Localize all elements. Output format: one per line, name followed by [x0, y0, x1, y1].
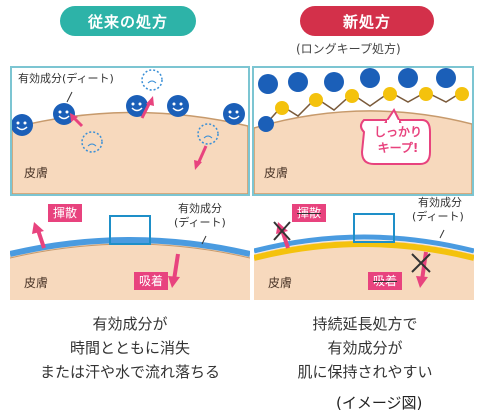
left-caption-line-3: または汗や水で流れ落ちる	[39, 363, 220, 381]
left-caption-line-1: 有効成分が	[92, 315, 168, 333]
left-zoom-arrow-out	[72, 116, 84, 128]
left-molecule-2	[53, 103, 75, 125]
left-layer-panel: 揮散 有効成分 (ディート) 皮膚 吸着	[10, 196, 250, 300]
left-ingredient-label-2: (ディート)	[174, 216, 226, 229]
right-zoom-frame	[353, 213, 395, 243]
left-molecule-3	[126, 95, 148, 117]
right-bubble-text: しっかり キープ!	[366, 124, 430, 156]
right-ingredient-label-2: (ディート)	[412, 210, 464, 223]
right-ingredient-label-1: 有効成分	[418, 196, 462, 209]
left-ingredient-label-1: 有効成分	[178, 202, 222, 215]
right-caption-line-2: 有効成分が	[327, 339, 403, 357]
right-keeper-layer	[254, 241, 474, 261]
right-caption-line-3: 肌に保持されやすい	[297, 363, 433, 381]
right-scatter-tag-text: 揮散	[297, 206, 322, 220]
left-layer-illustration	[10, 215, 250, 300]
right-keeper-molecules	[275, 87, 469, 115]
left-fading-molecule-3	[197, 123, 219, 145]
left-molecule-4	[167, 95, 189, 117]
right-bubble-line-2: キープ!	[377, 141, 419, 155]
left-scatter-tag: 揮散	[48, 204, 83, 222]
left-scatter-arrow	[36, 229, 46, 249]
right-blue-molecules	[258, 68, 456, 132]
left-molecule-1	[12, 114, 33, 136]
right-absorb-tag-text: 吸着	[373, 274, 398, 288]
right-layer-panel: 揮散 有効成分 (ディート) 皮膚 吸着	[254, 196, 474, 300]
right-skin-label-bottom: 皮膚	[268, 276, 293, 290]
left-zoom-illustration	[12, 69, 248, 194]
left-fading-molecule-1	[141, 69, 163, 91]
right-title: 新処方	[342, 12, 391, 31]
right-ingredient-layer	[254, 234, 474, 254]
left-molecule-5	[223, 103, 245, 125]
right-bubble-line-1: しっかり	[373, 125, 422, 139]
left-skin-label-bottom: 皮膚	[24, 276, 49, 290]
left-callout-label: 有効成分(ディート)	[18, 72, 114, 85]
right-zoom-panel: しっかり キープ! 皮膚	[252, 66, 474, 196]
left-absorb-tag: 吸着	[134, 272, 169, 290]
left-fading-molecule-2	[81, 131, 103, 153]
left-zoom-frame	[109, 215, 151, 245]
left-zoom-skin	[12, 111, 248, 194]
left-title: 従来の処方	[87, 12, 168, 31]
left-caption: 有効成分が 時間とともに消失 または汗や水で流れ落ちる	[0, 312, 260, 384]
right-speech-bubble	[360, 119, 431, 165]
left-skin-label-top: 皮膚	[24, 166, 49, 180]
right-scatter-tag: 揮散	[292, 204, 327, 222]
left-caption-line-2: 時間とともに消失	[69, 339, 190, 357]
right-skin-label-top: 皮膚	[264, 166, 289, 180]
left-skin-area	[10, 240, 250, 300]
right-absorb-tag: 吸着	[368, 272, 403, 290]
left-zoom-arrow-down	[196, 145, 208, 165]
left-ingredient-layer	[10, 237, 250, 257]
right-title-badge: 新処方	[300, 6, 434, 36]
right-caption: 持続延長処方で 有効成分が 肌に保持されやすい	[252, 312, 478, 384]
left-title-badge: 従来の処方	[60, 6, 196, 36]
right-absorb-blocked-x	[411, 253, 431, 273]
image-note: (イメージ図)	[336, 394, 423, 412]
right-scatter-blocked-x	[273, 221, 291, 241]
right-layer-illustration	[254, 213, 474, 300]
right-caption-line-1: 持続延長処方で	[312, 315, 418, 333]
right-zoom-illustration	[254, 68, 472, 194]
right-subtitle: (ロングキープ処方)	[296, 42, 401, 56]
left-absorb-arrow	[172, 253, 180, 281]
left-zoom-panel: 有効成分(ディート) 皮膚	[10, 66, 250, 196]
